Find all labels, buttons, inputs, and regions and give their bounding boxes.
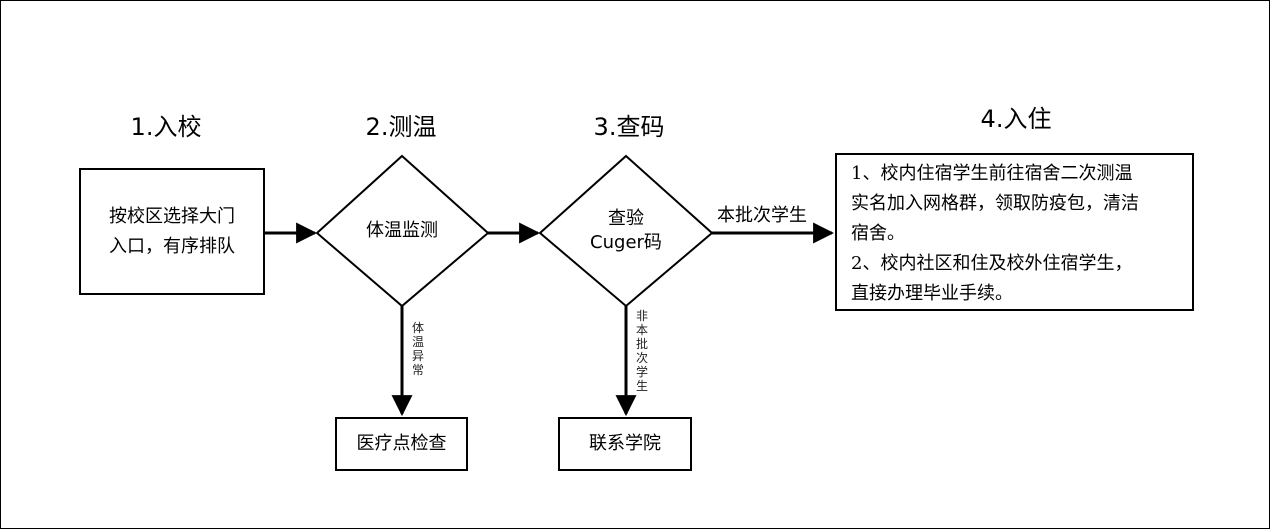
checkin-line-4: 2、校内社区和住及校外住宿学生， (851, 253, 1133, 274)
edge-label-not-this-batch: 非本批次学生 (635, 309, 648, 393)
edge-label-this-batch: 本批次学生 (717, 205, 807, 226)
medical-check-box: 医疗点检查 (335, 417, 468, 471)
code-check-label-line-2: Cuger码 (590, 232, 662, 253)
step-title-entry: 1.入校 (130, 113, 202, 141)
edge-label-temp-abnormal: 体温异常 (411, 321, 424, 377)
step-title-temperature: 2.测温 (365, 113, 437, 141)
checkin-line-3: 宿舍。 (851, 223, 905, 244)
contact-college-box: 联系学院 (558, 417, 692, 471)
contact-college-label: 联系学院 (589, 433, 661, 454)
step-title-code: 3.查码 (593, 113, 665, 141)
code-check-diamond (538, 154, 714, 308)
temperature-check-label: 体温监测 (366, 220, 438, 241)
checkin-line-1: 1、校内住宿学生前往宿舍二次测温 (851, 163, 1133, 184)
step-title-checkin: 4.入住 (980, 105, 1052, 133)
entry-box-line-2: 入口，有序排队 (109, 235, 235, 257)
medical-check-label: 医疗点检查 (356, 433, 447, 454)
entry-box: 按校区选择大门 入口，有序排队 (79, 168, 265, 295)
checkin-line-2: 实名加入网格群，领取防疫包，清洁 (851, 193, 1139, 214)
code-check-label-line-1: 查验 (608, 208, 644, 229)
checkin-line-5: 直接办理毕业手续。 (851, 283, 1013, 304)
checkin-instructions-box: 1、校内住宿学生前往宿舍二次测温 实名加入网格群，领取防疫包，清洁 宿舍。 2、… (835, 153, 1194, 311)
entry-box-line-1: 按校区选择大门 (109, 205, 235, 227)
